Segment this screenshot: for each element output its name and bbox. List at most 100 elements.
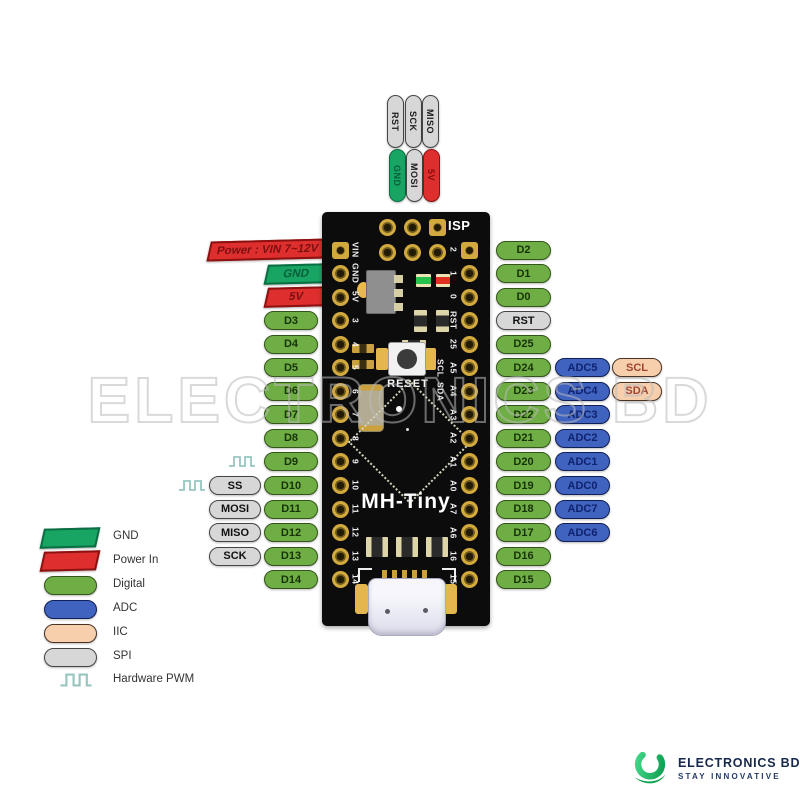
pin-silk-right: A2 [448,432,459,445]
pin-hole-right-15 [461,571,478,589]
pin-silk-right: 16 [448,550,459,562]
spi-pill-rst: RST [496,311,551,331]
pin-hole-left-4 [332,335,349,353]
digital-pill-d19: D19 [496,476,551,495]
smd-capacitor [352,360,374,369]
digital-pill-d12: D12 [264,523,318,543]
pin-hole-right-a2 [461,429,478,447]
digital-pill-d4: D4 [264,334,318,354]
regulator-lead [394,289,403,297]
pin-silk-right: A0 [448,479,459,492]
logo-text: ELECTRONICS BD Stay Innovative [678,756,800,781]
isp-header-hole [403,218,421,236]
isp-pin-pill-gnd: GND [388,149,406,202]
legend-swatch-power-in [39,550,101,573]
digital-pill-d20: D20 [496,452,551,472]
pin-hole-right-a4 [461,382,478,400]
pin-hole-right-a6 [461,524,478,542]
digital-pill-d22: D22 [496,405,551,425]
gnd-label-1: GND [263,262,329,285]
spi-pill-miso: MISO [209,523,261,543]
voltage-regulator [366,270,396,314]
digital-pill-d10: D10 [264,476,318,495]
legend-label-adc: ADC [113,601,138,614]
pin-hole-left-7 [332,406,349,424]
digital-pill-d24: D24 [496,358,551,378]
pin-silk-left: GND [350,263,361,284]
legend-swatch-iic [44,623,97,643]
pin-silk-left: 7 [350,412,361,418]
pin-silk-right: 2 [448,247,459,253]
pin-silk-right: A1 [448,456,459,468]
pin-silk-right: RST [448,311,459,330]
usb-solder-pins [382,570,430,579]
pin-silk-left: 4 [350,341,361,347]
pin-hole-left-14 [332,571,349,589]
reset-pad [376,348,388,370]
iic-pill-scl: SCL [612,358,662,378]
digital-pill-d2: D2 [496,240,551,260]
pin-hole-right-a1 [461,453,478,471]
adc-pill-adc7: ADC7 [555,499,610,519]
digital-pill-d13: D13 [264,546,318,566]
power-led-green [416,274,431,287]
pin-silk-right: A5 [448,361,459,374]
pin-hole-right-rst [461,312,478,330]
digital-pill-d21: D21 [496,428,551,448]
digital-pill-d16: D16 [496,546,551,566]
smd-component [426,537,448,557]
pin-silk-right: A6 [448,526,459,539]
pin1-marker-dot [396,406,402,412]
adc-pill-adc4: ADC4 [555,381,610,401]
pin-hole-right-a7 [461,500,478,518]
spi-pill-ss: SS [209,476,261,495]
pin-hole-right-25 [461,335,478,353]
pin-hole-right-1 [461,265,478,283]
regulator-lead [394,303,403,311]
pwm-icon [178,478,206,493]
pin-hole-right-a5 [461,359,478,377]
pin-silk-right: 25 [448,338,459,350]
pin-hole-right-a3 [461,406,478,424]
legend-label-iic: IIC [113,625,128,638]
pin-hole-right-16 [461,547,478,565]
isp-silkscreen-label: ISP [448,218,471,233]
digital-pill-d3: D3 [264,311,318,331]
isp-pin-pill-mosi: MOSI [405,149,423,202]
isp-header-hole [378,243,396,261]
pin-hole-left-9 [332,453,349,471]
spi-pill-mosi: MOSI [209,499,261,519]
micro-usb-connector[interactable] [368,578,446,636]
adc-pill-adc5: ADC5 [555,358,610,378]
pin-silk-right: 15 [448,574,459,585]
digital-pill-d8: D8 [264,428,318,448]
pin-hole-left-6 [332,382,349,400]
digital-pill-d7: D7 [264,405,318,425]
legend-label-hardware-pwm: Hardware PWM [113,673,195,686]
digital-pill-d18: D18 [496,499,551,519]
pin-hole-left-3 [332,312,349,330]
pin-hole-left-13 [332,547,349,565]
pin-hole-left-gnd [332,265,349,283]
pin-silk-right: A3 [448,408,459,421]
legend-label-spi: SPI [113,649,132,662]
digital-pill-d0: D0 [496,287,551,307]
silkscreen-bracket [442,568,456,582]
regulator-lead [394,275,403,283]
status-led-red [436,274,450,287]
reset-button[interactable] [388,342,426,376]
pin-silk-right: A7 [448,503,459,515]
isp-header-hole [428,218,446,236]
digital-pill-d25: D25 [496,334,551,354]
digital-pill-d15: D15 [496,570,551,590]
pin-silk-left: 5V [350,291,361,303]
adc-pill-adc0: ADC0 [555,476,610,495]
pin-hole-left-10 [332,477,349,494]
smd-capacitor [352,344,374,353]
electronics-bd-logo: ELECTRONICS BD Stay Innovative [628,746,800,790]
adc-pill-adc2: ADC2 [555,428,610,448]
digital-pill-d6: D6 [264,381,318,401]
legend-swatch-adc [44,599,97,619]
pwm-icon [228,454,256,469]
